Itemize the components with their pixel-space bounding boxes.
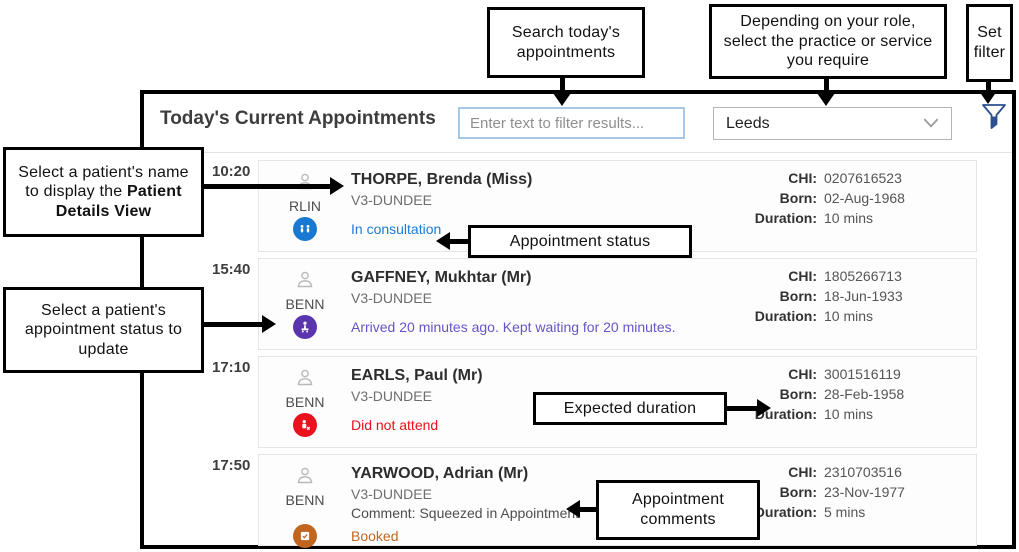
born-value: 02-Aug-1968 — [824, 190, 905, 206]
seated-person-icon[interactable] — [293, 315, 317, 339]
born-label: Born: — [779, 288, 817, 304]
person-outline-icon — [294, 465, 316, 491]
arrow-status-update — [202, 322, 262, 327]
born-value: 23-Nov-1977 — [824, 484, 905, 500]
born-label: Born: — [779, 386, 817, 402]
person-outline-icon — [294, 269, 316, 295]
chi-value: 3001516119 — [824, 366, 901, 382]
arrowhead-set-filter — [979, 91, 997, 104]
patient-name-link[interactable]: THORPE, Brenda (Miss) — [351, 171, 533, 188]
status-text[interactable]: Did not attend — [351, 417, 439, 433]
page-title: Today's Current Appointments — [160, 108, 436, 129]
practice-select[interactable]: Leeds — [713, 107, 952, 140]
callout-patient-name: Select a patient's name to display the P… — [3, 147, 204, 237]
person-outline-icon — [294, 367, 316, 393]
calendar-check-icon[interactable] — [293, 524, 317, 549]
duration-value: 10 mins — [824, 210, 874, 226]
appointment-row: 15:40 BENN GAFFNEY, Mukhtar (Mr) V3-DUND… — [144, 258, 1012, 350]
appointment-row: 17:10 BENN EARLS, Paul (Mr) V3-DUNDEE — [144, 356, 1012, 448]
arrow-appointment-comments — [580, 507, 597, 512]
duration-label: Duration: — [754, 308, 817, 324]
appointments-list: 10:20 RLIN THORPE, Brenda (Miss) V3-DUND… — [144, 160, 1012, 552]
facility-code: V3-DUNDEE — [351, 290, 432, 307]
status-text[interactable]: In consultation — [351, 221, 442, 237]
born-value: 18-Jun-1933 — [824, 288, 903, 304]
arrowhead-role — [817, 93, 835, 106]
born-label: Born: — [779, 484, 817, 500]
facility-code: V3-DUNDEE — [351, 486, 432, 503]
appointment-time: 17:10 — [212, 359, 251, 376]
chi-label: CHI: — [788, 464, 817, 480]
appointment-time: 17:50 — [212, 457, 251, 474]
appointment-row: 17:50 BENN YARWOOD, Adrian (Mr) V3-DUNDE… — [144, 454, 1012, 549]
header-divider — [144, 152, 1012, 153]
arrowhead-appointment-status — [436, 232, 450, 250]
status-text[interactable]: Booked — [351, 528, 399, 545]
arrow-role — [824, 78, 829, 94]
clinic-code: BENN — [285, 394, 325, 410]
facility-code: V3-DUNDEE — [351, 192, 432, 209]
person-x-icon[interactable] — [293, 413, 317, 437]
arrow-search — [560, 77, 565, 94]
callout-appointment-status: Appointment status — [468, 225, 692, 258]
search-input[interactable] — [458, 107, 685, 139]
callout-role: Depending on your role, select the pract… — [709, 4, 947, 79]
appointment-comment: Comment: Squeezed in Appointment — [351, 505, 580, 522]
chi-label: CHI: — [788, 170, 817, 186]
callout-status-update: Select a patient's appointment status to… — [3, 287, 204, 373]
arrowhead-search — [553, 93, 571, 106]
arrowhead-expected-duration — [757, 399, 771, 417]
patient-name-link[interactable]: EARLS, Paul (Mr) — [351, 367, 483, 384]
duration-value: 10 mins — [824, 308, 874, 324]
born-label: Born: — [779, 190, 817, 206]
chevron-down-icon — [923, 115, 939, 133]
duration-label: Duration: — [754, 504, 817, 520]
arrowhead-appointment-comments — [566, 500, 580, 518]
patient-name-link[interactable]: YARWOOD, Adrian (Mr) — [351, 465, 529, 482]
duration-label: Duration: — [754, 210, 817, 226]
appointment-time: 10:20 — [212, 163, 251, 180]
callout-search: Search today's appointments — [487, 7, 645, 78]
appointment-card: BENN EARLS, Paul (Mr) V3-DUNDEE Did not … — [258, 356, 977, 448]
patient-name-link[interactable]: GAFFNEY, Mukhtar (Mr) — [351, 269, 532, 286]
appointment-card: BENN GAFFNEY, Mukhtar (Mr) V3-DUNDEE Arr… — [258, 258, 977, 350]
chi-value: 1805266713 — [824, 268, 902, 284]
chi-value: 2310703516 — [824, 464, 902, 480]
arrow-patient-name — [202, 184, 330, 189]
status-text[interactable]: Arrived 20 minutes ago. Kept waiting for… — [351, 319, 676, 335]
chi-label: CHI: — [788, 366, 817, 382]
practice-select-value: Leeds — [726, 114, 770, 132]
duration-value: 10 mins — [824, 406, 874, 422]
callout-expected-duration: Expected duration — [533, 392, 727, 425]
two-people-icon[interactable] — [293, 217, 317, 241]
appointments-panel: Today's Current Appointments Leeds 10:20… — [140, 90, 1016, 549]
born-value: 28-Feb-1958 — [824, 386, 905, 402]
chi-label: CHI: — [788, 268, 817, 284]
callout-set-filter: Set filter — [966, 4, 1013, 82]
filter-icon[interactable] — [981, 102, 1007, 137]
arrowhead-status-update — [262, 315, 276, 333]
appointment-time: 15:40 — [212, 261, 251, 278]
duration-value: 5 mins — [824, 504, 866, 520]
arrow-set-filter — [986, 81, 991, 92]
arrowhead-patient-name — [330, 177, 344, 195]
clinic-code: BENN — [285, 492, 325, 508]
facility-code: V3-DUNDEE — [351, 388, 432, 405]
clinic-code: BENN — [285, 296, 325, 312]
clinic-code: RLIN — [289, 198, 321, 214]
appointment-card: BENN YARWOOD, Adrian (Mr) V3-DUNDEE Comm… — [258, 454, 977, 549]
arrow-appointment-status — [450, 239, 469, 244]
chi-value: 0207616523 — [824, 170, 902, 186]
arrow-expected-duration — [725, 406, 757, 411]
callout-appointment-comments: Appointment comments — [596, 480, 760, 540]
